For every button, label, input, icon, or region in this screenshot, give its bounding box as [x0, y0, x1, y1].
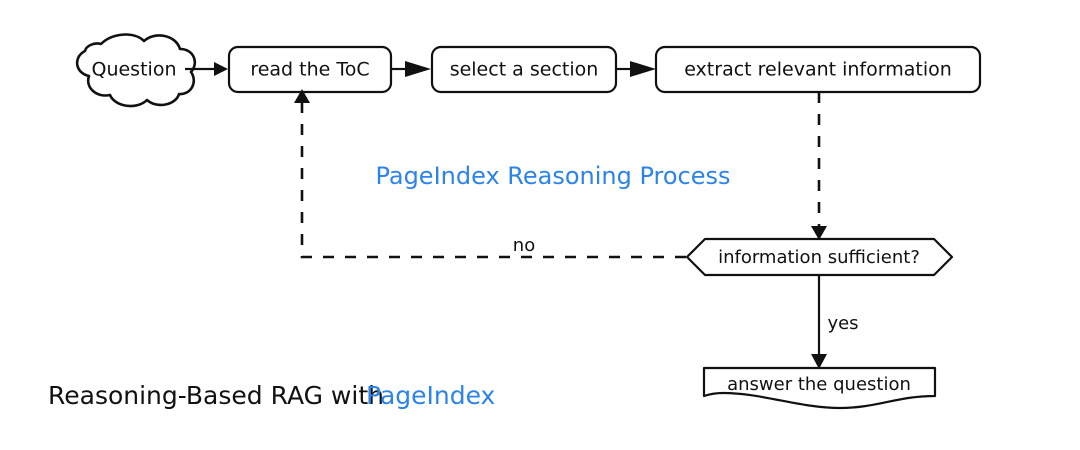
process-title: PageIndex Reasoning Process [375, 162, 730, 190]
node-answer-question-label: answer the question [727, 374, 911, 395]
node-select-section-label: select a section [450, 59, 599, 81]
caption-brand: PageIndex [366, 381, 495, 410]
arrow-head-icon [811, 226, 827, 240]
arrow-head-icon [811, 354, 827, 369]
node-select-section[interactable]: select a section [430, 45, 618, 94]
arrow-head-icon [294, 89, 310, 103]
edge-decision-no-loop: no [294, 89, 686, 259]
edge-decision-yes: yes [811, 275, 859, 369]
arrow-head-icon [630, 61, 656, 77]
node-read-toc-label: read the ToC [250, 59, 369, 81]
node-info-sufficient[interactable]: information sufficient? [685, 237, 954, 277]
cloud-shape [75, 33, 197, 108]
node-question-label: Question [92, 59, 177, 81]
arrow-head-icon [214, 62, 228, 76]
edge-question-to-read-toc [185, 62, 228, 76]
edge-dashed-path [300, 101, 686, 259]
arrow-head-icon [405, 61, 431, 77]
edge-label-yes: yes [827, 313, 858, 334]
caption-prefix: Reasoning-Based RAG with [48, 381, 384, 410]
node-info-sufficient-label: information sufficient? [718, 247, 920, 268]
edge-label-no: no [513, 235, 535, 256]
edge-select-to-extract [616, 61, 656, 77]
node-answer-question[interactable]: answer the question [702, 366, 937, 410]
node-read-toc[interactable]: read the ToC [227, 45, 393, 94]
node-question[interactable]: Question [75, 33, 197, 108]
edge-read-toc-to-select [391, 61, 431, 77]
document-shape [702, 366, 937, 410]
edge-extract-to-decision [811, 92, 827, 240]
hexagon-shape [685, 237, 954, 277]
node-extract-info-label: extract relevant information [684, 59, 952, 81]
caption: Reasoning-Based RAG with PageIndex [48, 381, 495, 410]
node-extract-info[interactable]: extract relevant information [654, 45, 982, 94]
